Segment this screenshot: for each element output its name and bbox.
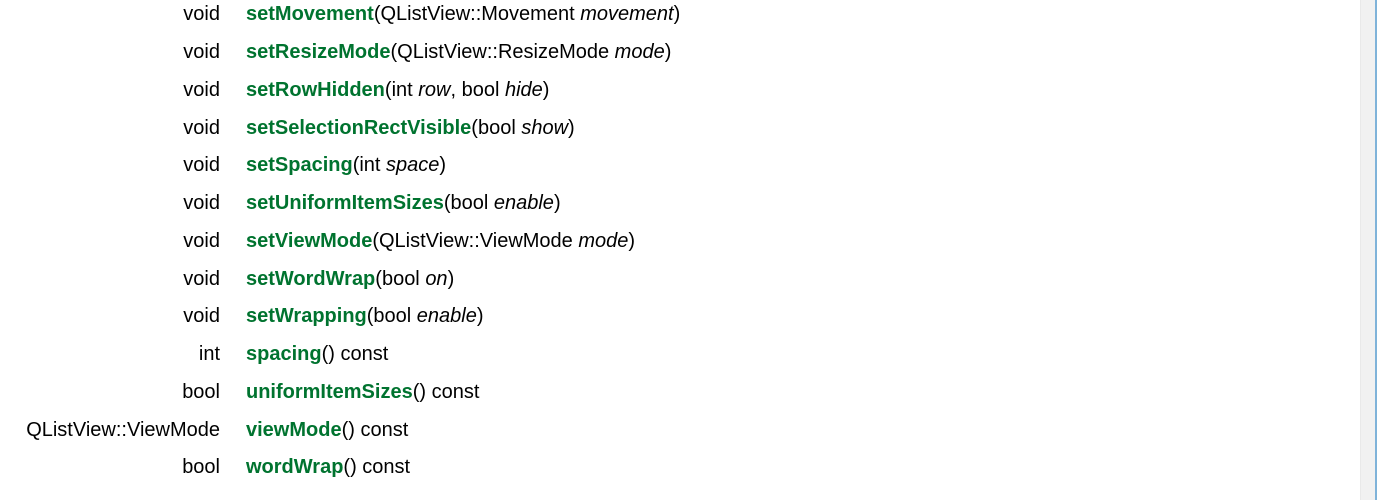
method-signature: setMovement(QListView::Movement movement… xyxy=(220,3,680,26)
signature-text: ) xyxy=(553,192,561,215)
method-signature: wordWrap() const xyxy=(220,456,410,479)
signature-text: (int xyxy=(384,78,419,101)
signature-text: ) xyxy=(673,3,681,26)
method-link[interactable]: setMovement xyxy=(246,3,374,26)
method-link[interactable]: setUniformItemSizes xyxy=(246,192,444,215)
signature-text: ) xyxy=(628,229,636,252)
return-type: void xyxy=(183,116,220,139)
method-signature: viewMode() const xyxy=(220,419,408,442)
method-link[interactable]: setRowHidden xyxy=(246,78,385,101)
signature-text: (bool xyxy=(375,267,426,290)
signature-text: , bool xyxy=(450,78,505,101)
return-type: void xyxy=(183,154,220,177)
method-link[interactable]: setWordWrap xyxy=(246,267,376,290)
signature-text: (int xyxy=(352,154,387,177)
signature-text: (QListView::ResizeMode xyxy=(390,41,615,64)
signature-text: ) xyxy=(568,116,575,139)
return-type: void xyxy=(183,267,220,290)
parameter-name: enable xyxy=(493,192,554,215)
parameter-name: movement xyxy=(580,3,674,26)
return-type: void xyxy=(183,305,220,328)
return-type: int xyxy=(198,343,220,366)
method-signature: setWrapping(bool enable) xyxy=(220,305,484,328)
signature-text: (bool xyxy=(366,305,417,328)
parameter-name: mode xyxy=(614,41,665,64)
method-signature: uniformItemSizes() const xyxy=(220,381,479,404)
return-type: bool xyxy=(182,380,220,403)
return-type: bool xyxy=(182,456,220,479)
return-type: void xyxy=(183,229,220,252)
signature-text: () const xyxy=(412,380,480,403)
method-link[interactable]: uniformItemSizes xyxy=(246,380,413,403)
parameter-name: enable xyxy=(416,305,477,328)
method-signature: setRowHidden(int row, bool hide) xyxy=(220,79,549,102)
return-type: void xyxy=(183,3,220,26)
signature-text: (QListView::ViewMode xyxy=(372,229,579,252)
signature-text: (bool xyxy=(443,192,494,215)
parameter-name: row xyxy=(418,78,451,101)
method-link[interactable]: setViewMode xyxy=(246,229,373,252)
signature-text: ) xyxy=(476,305,484,328)
method-link[interactable]: setWrapping xyxy=(246,305,367,328)
method-link[interactable]: spacing xyxy=(246,343,322,366)
method-signature: setViewMode(QListView::ViewMode mode) xyxy=(220,230,635,253)
signature-text: (QListView::Movement xyxy=(373,3,581,26)
parameter-name: hide xyxy=(504,78,543,101)
signature-text: () const xyxy=(341,418,409,441)
parameter-name: mode xyxy=(578,229,629,252)
signature-text: (bool xyxy=(471,116,522,139)
signature-text: () const xyxy=(321,343,389,366)
signature-text: ) xyxy=(439,154,447,177)
method-signature: setResizeMode(QListView::ResizeMode mode… xyxy=(220,41,671,64)
method-signature: setSpacing(int space) xyxy=(220,154,446,177)
return-type: void xyxy=(183,78,220,101)
signature-text: ) xyxy=(447,267,455,290)
method-signature: setSelectionRectVisible(bool show) xyxy=(220,117,575,140)
parameter-name: space xyxy=(386,154,440,177)
method-signature: setWordWrap(bool on) xyxy=(220,268,454,291)
return-type: void xyxy=(183,41,220,64)
method-link[interactable]: setSpacing xyxy=(246,154,353,177)
return-type: QListView::ViewMode xyxy=(26,418,220,441)
parameter-name: show xyxy=(521,116,569,139)
method-signature: spacing() const xyxy=(220,343,388,366)
window-edge-line xyxy=(1375,0,1377,500)
method-link[interactable]: setSelectionRectVisible xyxy=(246,116,472,139)
method-signature: setUniformItemSizes(bool enable) xyxy=(220,192,561,215)
signature-text: ) xyxy=(664,41,672,64)
method-link[interactable]: setResizeMode xyxy=(246,41,391,64)
method-link[interactable]: wordWrap xyxy=(246,456,344,479)
signature-text: () const xyxy=(343,456,411,479)
vertical-scrollbar-track[interactable] xyxy=(1360,0,1375,500)
signature-text: ) xyxy=(542,78,550,101)
return-type: void xyxy=(183,192,220,215)
parameter-name: on xyxy=(425,267,448,290)
method-link[interactable]: viewMode xyxy=(246,418,342,441)
